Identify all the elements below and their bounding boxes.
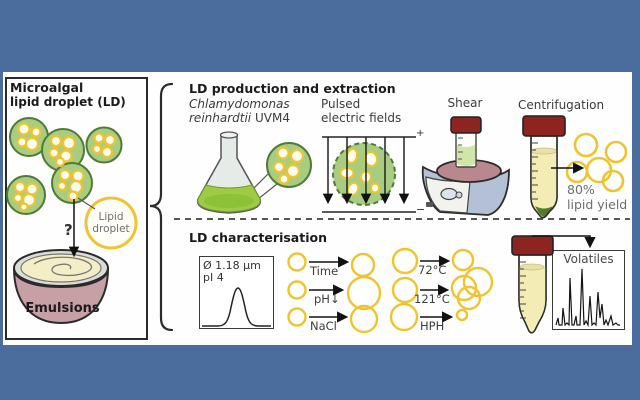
mixer-switch (426, 202, 433, 207)
lipid-yield-circles (565, 132, 628, 193)
pef-label-line1: Pulsed (321, 97, 361, 111)
treatment-label-72c: 72°C (418, 263, 447, 277)
treatment-label-time: Time (310, 264, 339, 278)
shear-tube-ticks (458, 137, 463, 160)
tube2-cap (511, 235, 554, 256)
production-heading: LD production and extraction (189, 81, 396, 96)
shear-tube-liquid (457, 145, 475, 166)
volatiles-label: Volatiles (563, 252, 614, 266)
treatment-label-121c: 121°C (414, 292, 450, 306)
pef-field-arrows (322, 137, 410, 205)
cell-droplets (12, 122, 117, 212)
tube2-liquid (519, 267, 546, 333)
microalgal-box (5, 77, 148, 340)
dls-box (199, 256, 274, 329)
microalgal-title-line2: lipid droplet (LD) (10, 95, 126, 109)
tube1-liquid (531, 151, 557, 218)
magnified-cell-droplets (272, 146, 305, 185)
tube1-cap (522, 115, 566, 137)
emulsions-label: Emulsions (25, 301, 100, 316)
dls-peak-curve (202, 287, 271, 327)
flask-neck (219, 131, 239, 139)
lipid-droplet-label: Lipid droplet (92, 211, 130, 235)
cream-swirl (33, 256, 93, 277)
tube1-ticks (532, 142, 538, 200)
tube1-outline (530, 136, 558, 219)
mixer-knob (455, 191, 463, 199)
pef-minus: − (416, 203, 426, 216)
lipid-yield-line2: lipid yield (567, 197, 628, 212)
flask-liquid-shade (204, 194, 254, 208)
lipid-yield-line1: 80% (567, 182, 595, 197)
pef-plus: + (416, 128, 425, 139)
shear-tube-cap (450, 116, 482, 134)
tube2-outline (518, 255, 547, 334)
chromatogram-icon (555, 268, 620, 328)
organism-name-line1: Chlamydomonas (189, 97, 290, 111)
tube1-pellet (535, 206, 553, 217)
characterisation-heading: LD characterisation (189, 230, 327, 245)
dls-pi: pI 4 (203, 271, 224, 284)
treatment-label-nacl: NaCl (310, 319, 337, 333)
dls-diameter: Ø 1.18 μm (203, 259, 261, 272)
treatment-rings (287, 247, 494, 334)
tube2-surface (519, 263, 545, 271)
organism-name-line2: reinhardtii UVM4 (189, 111, 290, 126)
treatment-label-ph: pH↓ (314, 292, 340, 306)
bowl-body (13, 267, 109, 325)
question-mark: ? (64, 221, 73, 239)
treatment-label-hph: HPH (420, 319, 445, 333)
lipid-droplet-callout (84, 196, 138, 250)
centrifugation-label: Centrifugation (518, 98, 605, 112)
organism-italic: reinhardtii (189, 111, 252, 125)
organism-strain: UVM4 (254, 111, 290, 125)
pef-label-line2: electric fields (321, 111, 402, 125)
pef-electrodes (322, 136, 416, 213)
shear-label: Shear (447, 96, 483, 110)
microalgal-title-line1: Microalgal (10, 80, 84, 95)
treatment-arrows (309, 255, 454, 323)
